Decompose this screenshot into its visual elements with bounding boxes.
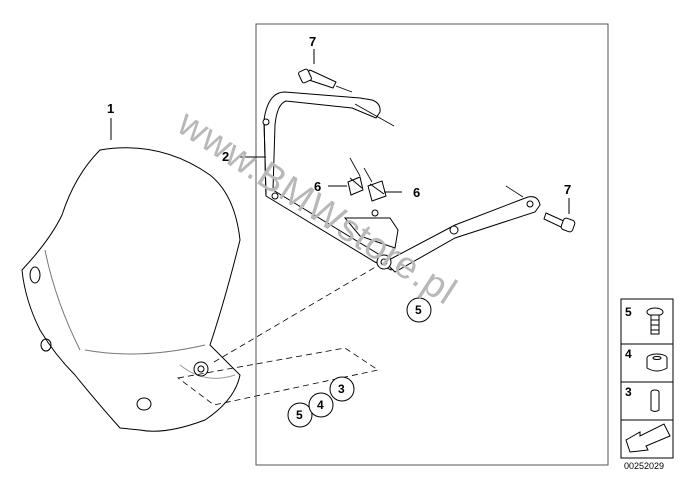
svg-text:5: 5 bbox=[296, 408, 303, 422]
svg-text:4: 4 bbox=[625, 347, 632, 361]
callout-clip-left: 6 bbox=[314, 179, 321, 194]
svg-text:3: 3 bbox=[338, 382, 345, 396]
circled-label-kit-3: 3 bbox=[329, 376, 355, 402]
bolt-right bbox=[543, 212, 576, 233]
rubber-grommet-icon bbox=[646, 353, 668, 372]
callout-bolt-right: 7 bbox=[564, 182, 571, 197]
circled-label-bracket-bolt: 5 bbox=[406, 297, 432, 323]
legend-panel bbox=[620, 298, 674, 459]
clip-ref-line-1 bbox=[349, 157, 361, 177]
circled-label-kit-5: 5 bbox=[287, 402, 313, 428]
legend-item-spacer: 3 bbox=[625, 385, 660, 412]
spacer-sleeve-icon bbox=[650, 389, 660, 412]
legend-item-grommet: 4 bbox=[625, 347, 668, 372]
callout-bracket: 2 bbox=[222, 149, 229, 164]
legend-item-screw: 5 bbox=[625, 305, 664, 335]
mounting-bracket bbox=[262, 91, 541, 273]
circled-label-kit-4: 4 bbox=[308, 392, 334, 418]
clip-right bbox=[367, 180, 387, 202]
callout-clip-right: 6 bbox=[413, 185, 420, 200]
watermark-text: www.BMWstore.pl bbox=[169, 102, 464, 314]
callout-windshield: 1 bbox=[107, 101, 114, 116]
bolt-top-axis bbox=[335, 85, 353, 93]
windshield bbox=[21, 147, 241, 432]
assembly-dash-lines bbox=[177, 261, 385, 406]
svg-text:5: 5 bbox=[415, 303, 422, 317]
svg-text:3: 3 bbox=[625, 385, 632, 399]
bracket-frame bbox=[255, 23, 609, 466]
bracket-ref-line-top bbox=[354, 103, 395, 127]
screw-icon bbox=[646, 307, 664, 335]
direction-arrow-icon bbox=[625, 423, 671, 453]
clip-left bbox=[347, 176, 364, 196]
bracket-ref-line-right bbox=[505, 185, 524, 198]
bolt-top bbox=[298, 68, 337, 89]
svg-text:4: 4 bbox=[317, 398, 324, 412]
reference-number: 00252029 bbox=[624, 461, 664, 471]
callout-bolt-top: 7 bbox=[309, 34, 316, 49]
svg-text:5: 5 bbox=[625, 305, 632, 319]
clip-ref-line-2 bbox=[363, 167, 373, 183]
